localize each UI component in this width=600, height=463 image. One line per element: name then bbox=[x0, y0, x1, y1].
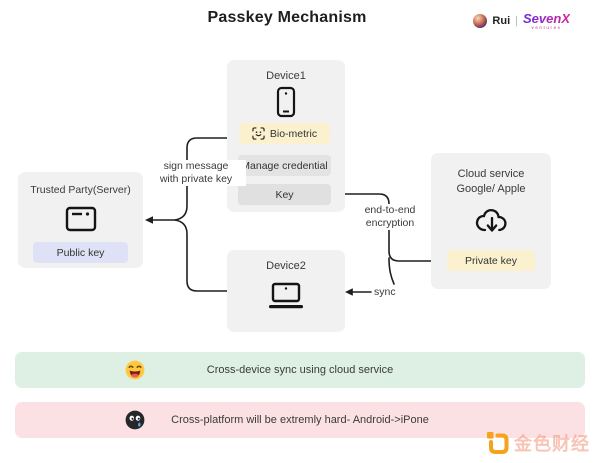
edge-sync-stub bbox=[388, 257, 395, 285]
note-bad-text: Cross-platform will be extremly hard- An… bbox=[171, 414, 429, 426]
sync-label: sync bbox=[374, 286, 396, 298]
company-subtitle: ventures bbox=[531, 25, 562, 30]
cloud-download-icon bbox=[431, 205, 551, 237]
note-good-text: Cross-device sync using cloud service bbox=[206, 364, 394, 376]
sign-message-label: sign message with private key bbox=[146, 160, 246, 186]
public-key-chip: Public key bbox=[33, 242, 128, 263]
public-key-label: Public key bbox=[56, 246, 105, 259]
device2-label: Device2 bbox=[266, 260, 306, 272]
smartphone-icon bbox=[227, 86, 345, 118]
key-step: Key bbox=[238, 184, 331, 205]
manage-credential-label: Manage credential bbox=[241, 159, 328, 172]
private-key-chip: Private key bbox=[447, 250, 535, 271]
laughing-emoji bbox=[125, 360, 145, 380]
sevenx-logo: SevenX ventures bbox=[523, 12, 570, 31]
avatar bbox=[473, 14, 488, 29]
jinse-watermark: 金色财经 bbox=[486, 430, 590, 456]
trusted-party-box: Trusted Party(Server) Public key bbox=[18, 172, 143, 268]
manage-credential-step: Manage credential bbox=[238, 155, 331, 176]
dark-sweat-emoji bbox=[125, 410, 145, 430]
end-to-end-encryption-label: end-to-end encryption bbox=[351, 204, 429, 230]
arrowhead-sync bbox=[345, 288, 353, 296]
cloud-service-label-line2: Google/ Apple bbox=[456, 183, 526, 195]
brand-separator: | bbox=[515, 15, 519, 28]
laptop-icon bbox=[227, 282, 345, 310]
author-name: Rui bbox=[492, 15, 511, 28]
biometric-step: Bio-metric bbox=[239, 123, 330, 144]
device2-box: Device2 bbox=[227, 250, 345, 332]
server-window-icon bbox=[18, 206, 143, 232]
device1-box: Device1 Bio-metric bbox=[227, 60, 345, 212]
device1-label: Device1 bbox=[266, 70, 306, 82]
arrowhead-to-server bbox=[145, 216, 153, 224]
author-brand: Rui | SevenX ventures bbox=[473, 12, 570, 31]
jinse-logo-icon bbox=[487, 432, 509, 454]
page-title: Passkey Mechanism bbox=[207, 9, 367, 26]
note-cross-device-sync: Cross-device sync using cloud service bbox=[15, 352, 585, 388]
trusted-party-label: Trusted Party(Server) bbox=[30, 184, 131, 196]
biometric-label: Bio-metric bbox=[269, 127, 318, 140]
cloud-service-box: Cloud service Google/ Apple Private key bbox=[431, 153, 551, 289]
cloud-service-label-line1: Cloud service bbox=[457, 168, 525, 180]
edge-device2-to-server bbox=[174, 219, 229, 292]
key-label: Key bbox=[275, 188, 294, 201]
watermark-text: 金色财经 bbox=[514, 434, 590, 454]
private-key-label: Private key bbox=[465, 254, 517, 267]
company-name: SevenX bbox=[523, 11, 570, 26]
face-scan-icon bbox=[252, 127, 265, 140]
